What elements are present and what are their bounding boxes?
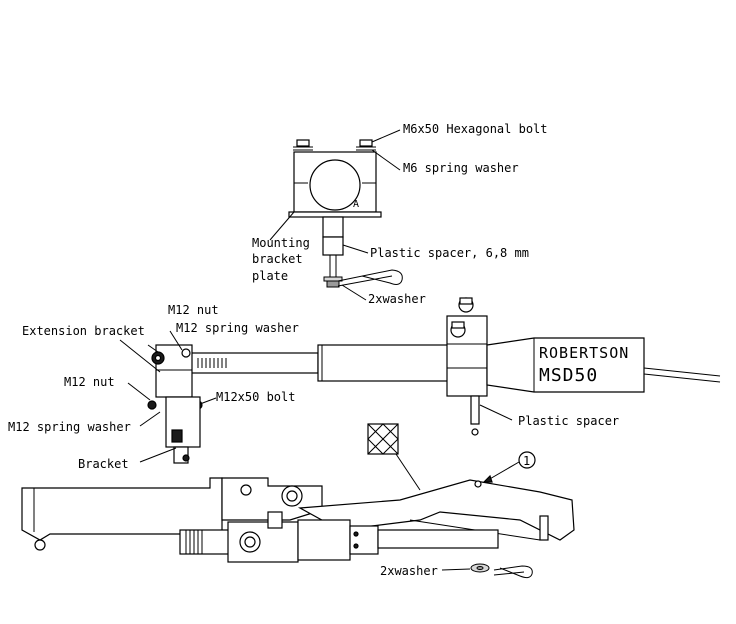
plastic-spacer-68-label: Plastic spacer, 6,8 mm [370,246,529,260]
mounting-label-line2: bracket [252,252,303,266]
labels: M6x50 Hexagonal bolt M6 spring washer Mo… [8,122,619,578]
m12-spring-washer-side-label: M12 spring washer [8,420,131,434]
r-clip-top [337,269,403,287]
m12-spring-washer-top-label: M12 spring washer [176,321,299,335]
m12-nut-side-part [147,400,157,410]
mounting-bracket-detail: A [288,139,403,288]
m12-nut-side-label: M12 nut [64,375,115,389]
m6-hexagonal-bolt-label: M6x50 Hexagonal bolt [403,122,548,136]
extension-bracket-assembly [147,344,203,464]
hazard-symbol [367,423,421,491]
brand-label: ROBERTSON [539,344,629,362]
m6-spring-washer-label: M6 spring washer [403,161,519,175]
mounting-label-line3: plate [252,269,288,283]
mounting-bracket-plate [288,211,382,218]
extension-bracket-label: Extension bracket [22,324,145,338]
motor-cable [643,367,721,377]
washer-bottom-label: 2xwasher [380,564,438,578]
m12-nut-top-label: M12 nut [168,303,219,317]
tiller-arm [297,479,575,541]
bracket-part [165,396,201,448]
detail-a-label: A [353,199,359,210]
mounting-label-line1: Mounting [252,236,310,250]
actuator-cylinder [317,344,449,382]
washer-top-label: 2xwasher [368,292,426,306]
m6-hexagonal-bolt-left [293,139,313,151]
bottom-washers [441,563,533,579]
r-clip-bottom [493,565,533,579]
m12-bolt-label: M12x50 bolt [216,390,295,404]
steering-cylinder-assembly [21,477,575,563]
plastic-spacer-68mm [322,216,344,238]
plastic-spacer-label: Plastic spacer [518,414,619,428]
rod-thread [197,358,227,368]
lower-cylinder [179,529,237,555]
leader-lines-top [269,129,401,301]
actuator-rod [187,352,319,374]
m12-spring-washer-top-part [181,348,191,358]
actuator-pin [470,395,480,425]
bracket-label: Bracket [78,457,129,471]
clamp-bore [309,159,361,211]
callout-number: 1 [523,454,530,468]
model-label: MSD50 [539,365,598,386]
msd50-actuator: ROBERTSON MSD50 [187,297,721,436]
lower-thread [185,530,203,554]
callout-1: 1 [482,451,536,483]
leader-lines-middle [119,330,513,463]
